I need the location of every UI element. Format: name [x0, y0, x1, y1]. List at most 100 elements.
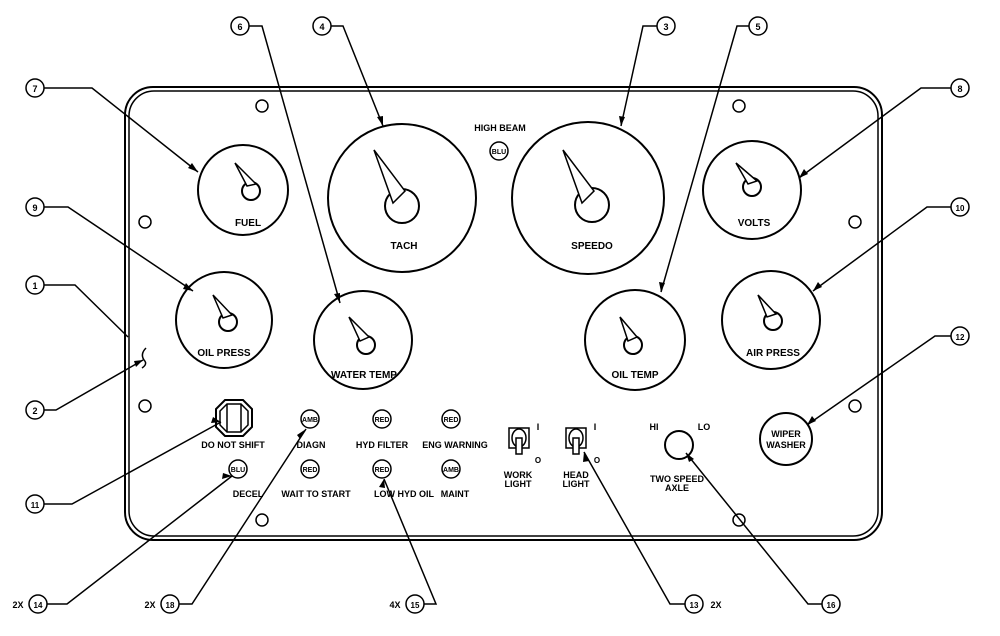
hyd-filter-indicator: RED HYD FILTER	[356, 409, 409, 450]
multiplier-15: 4X	[389, 600, 400, 610]
callout-5: 5	[748, 16, 768, 36]
speedo-gauge: SPEEDO	[511, 121, 665, 275]
callout-4: 4	[312, 16, 332, 36]
volts-label: VOLTS	[738, 218, 771, 229]
callout-15: 4X 15	[389, 594, 425, 614]
diagn-color: AMB	[302, 417, 318, 424]
svg-text:16: 16	[827, 601, 836, 610]
fuel-label: FUEL	[235, 218, 261, 229]
high-beam-color: BLU	[492, 149, 506, 156]
work-light-label-2: LIGHT	[505, 479, 532, 489]
work-light-on-mark: I	[537, 422, 540, 432]
two-speed-axle-switch: HI LO TWO SPEED AXLE	[650, 422, 711, 493]
svg-text:14: 14	[34, 601, 43, 610]
callout-1: 1	[25, 275, 45, 295]
callout-9: 9	[25, 197, 45, 217]
svg-text:7: 7	[32, 84, 37, 94]
eng-warning-indicator: RED ENG WARNING	[422, 409, 488, 450]
maint-label: MAINT	[441, 489, 470, 499]
wait-to-start-color: RED	[303, 467, 318, 474]
mounting-holes	[138, 99, 862, 527]
svg-text:5: 5	[755, 22, 760, 32]
svg-text:15: 15	[411, 601, 420, 610]
eng-warning-color: RED	[444, 417, 459, 424]
panel-inner-outline	[128, 90, 879, 537]
maint-indicator: AMB MAINT	[441, 459, 470, 499]
svg-text:6: 6	[237, 22, 242, 32]
tach-label: TACH	[390, 241, 417, 252]
air-press-gauge: AIR PRESS	[721, 270, 821, 370]
maint-color: AMB	[443, 467, 459, 474]
tach-gauge: TACH	[327, 123, 477, 273]
callout-12: 12	[950, 326, 970, 346]
decel-label: DECEL	[233, 489, 264, 499]
wait-to-start-label: WAIT TO START	[281, 489, 351, 499]
air-press-label: AIR PRESS	[746, 348, 800, 359]
head-light-label-2: LIGHT	[563, 479, 590, 489]
callout-11: 11	[25, 494, 45, 514]
two-speed-hi: HI	[650, 422, 659, 432]
two-speed-lo: LO	[698, 422, 711, 432]
low-hyd-oil-color: RED	[375, 467, 390, 474]
oil-temp-label: OIL TEMP	[611, 370, 658, 381]
svg-text:8: 8	[957, 84, 962, 94]
svg-text:13: 13	[690, 601, 699, 610]
wiper-label-2: WASHER	[766, 440, 806, 450]
two-speed-label-2: AXLE	[665, 483, 689, 493]
high-beam-label: HIGH BEAM	[474, 123, 526, 133]
panel-outline	[124, 86, 883, 541]
decel-indicator: BLU DECEL	[228, 459, 264, 499]
low-hyd-oil-indicator: RED LOW HYD OIL	[372, 459, 434, 499]
callout-18: 2X 18	[144, 594, 180, 614]
head-light-switch: I O HEAD LIGHT	[563, 422, 601, 489]
svg-text:18: 18	[166, 601, 175, 610]
svg-text:10: 10	[956, 204, 965, 213]
diagn-label: DIAGN	[297, 440, 326, 450]
head-light-label-1: HEAD	[563, 470, 589, 480]
callout-3: 3	[656, 16, 676, 36]
callout-10: 10	[950, 197, 970, 217]
callout-13: 13 2X	[684, 594, 722, 614]
diagn-indicator: AMB DIAGN	[297, 409, 326, 450]
water-temp-gauge: WATER TEMP	[313, 290, 413, 390]
callout-7: 7	[25, 78, 45, 98]
svg-text:9: 9	[32, 203, 37, 213]
svg-text:12: 12	[956, 333, 965, 342]
oil-press-label: OIL PRESS	[197, 348, 250, 359]
work-light-off-mark: O	[535, 456, 541, 465]
wait-to-start-indicator: RED WAIT TO START	[281, 459, 351, 499]
oil-press-gauge: OIL PRESS	[175, 271, 273, 369]
multiplier-18: 2X	[144, 600, 155, 610]
svg-text:4: 4	[319, 22, 324, 32]
callout-14: 2X 14	[12, 594, 48, 614]
do-not-shift-indicator: DO NOT SHIFT	[201, 399, 265, 450]
decel-color: BLU	[231, 467, 245, 474]
water-temp-label: WATER TEMP	[331, 370, 397, 381]
eng-warning-label: ENG WARNING	[422, 440, 488, 450]
work-light-label-1: WORK	[504, 470, 533, 480]
callout-2: 2	[25, 400, 45, 420]
volts-gauge: VOLTS	[702, 140, 802, 240]
callout-6: 6	[230, 16, 250, 36]
svg-text:3: 3	[663, 22, 668, 32]
svg-text:11: 11	[31, 501, 40, 510]
fuel-gauge: FUEL	[197, 144, 289, 236]
do-not-shift-label: DO NOT SHIFT	[201, 440, 265, 450]
oil-temp-gauge: OIL TEMP	[584, 289, 686, 391]
multiplier-13: 2X	[710, 600, 721, 610]
work-light-switch: I O WORK LIGHT	[504, 422, 541, 489]
wiper-washer-knob: WIPER WASHER	[759, 412, 813, 466]
wiper-label-1: WIPER	[771, 429, 801, 439]
hyd-filter-label: HYD FILTER	[356, 440, 409, 450]
head-light-on-mark: I	[594, 422, 597, 432]
speedo-label: SPEEDO	[571, 241, 613, 252]
callout-16: 16	[821, 594, 841, 614]
leader-arrows	[134, 116, 822, 488]
two-speed-label-1: TWO SPEED	[650, 474, 705, 484]
leader-lines	[44, 25, 951, 605]
high-beam-indicator: HIGH BEAM BLU	[474, 123, 526, 161]
bracket-hook	[141, 347, 147, 369]
hyd-filter-color: RED	[375, 417, 390, 424]
svg-text:1: 1	[32, 281, 37, 291]
